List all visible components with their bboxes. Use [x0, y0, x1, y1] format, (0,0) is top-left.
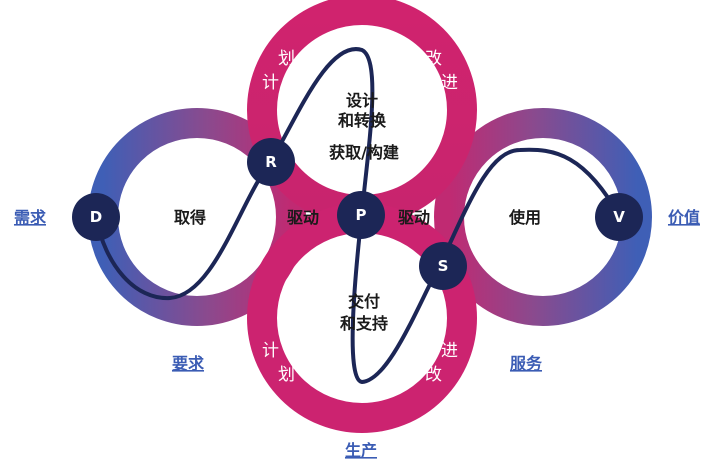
right-center-text: 使用	[508, 208, 541, 227]
bottom-plan-char-1: 计	[262, 341, 279, 361]
label-demand[interactable]: 需求	[14, 208, 47, 227]
node-v: V	[595, 193, 643, 241]
node-d-label: D	[90, 208, 102, 226]
label-service[interactable]: 服务	[510, 354, 543, 373]
node-v-label: V	[613, 208, 625, 226]
node-d: D	[72, 193, 120, 241]
node-r: R	[247, 138, 295, 186]
top-improve-char-1: 改	[425, 49, 442, 69]
ring-top	[247, 0, 477, 225]
top-center-line-2: 和转换	[338, 111, 387, 130]
node-s: S	[419, 242, 467, 290]
drive-left-label: 驱动	[287, 208, 319, 227]
node-r-label: R	[265, 153, 277, 171]
top-improve-char-2: 进	[441, 73, 458, 93]
bottom-improve-char-1: 进	[441, 341, 458, 361]
node-p: P	[337, 191, 385, 239]
left-center-text: 取得	[174, 208, 206, 227]
node-s-label: S	[438, 257, 449, 275]
label-production[interactable]: 生产	[345, 441, 377, 460]
top-center-line-3: 获取/构建	[329, 143, 399, 162]
bottom-center-line-2: 和支持	[340, 314, 388, 333]
drive-right-label: 驱动	[398, 208, 430, 227]
top-center-line-1: 设计	[346, 91, 378, 110]
label-requirement[interactable]: 要求	[172, 354, 205, 373]
bottom-plan-char-2: 划	[278, 365, 295, 385]
top-plan-char-2: 划	[278, 49, 295, 69]
node-p-label: P	[356, 206, 367, 224]
bottom-center-line-1: 交付	[348, 292, 380, 311]
label-value[interactable]: 价值	[668, 208, 700, 227]
top-plan-char-1: 计	[262, 73, 279, 93]
bottom-improve-char-2: 改	[425, 365, 442, 385]
